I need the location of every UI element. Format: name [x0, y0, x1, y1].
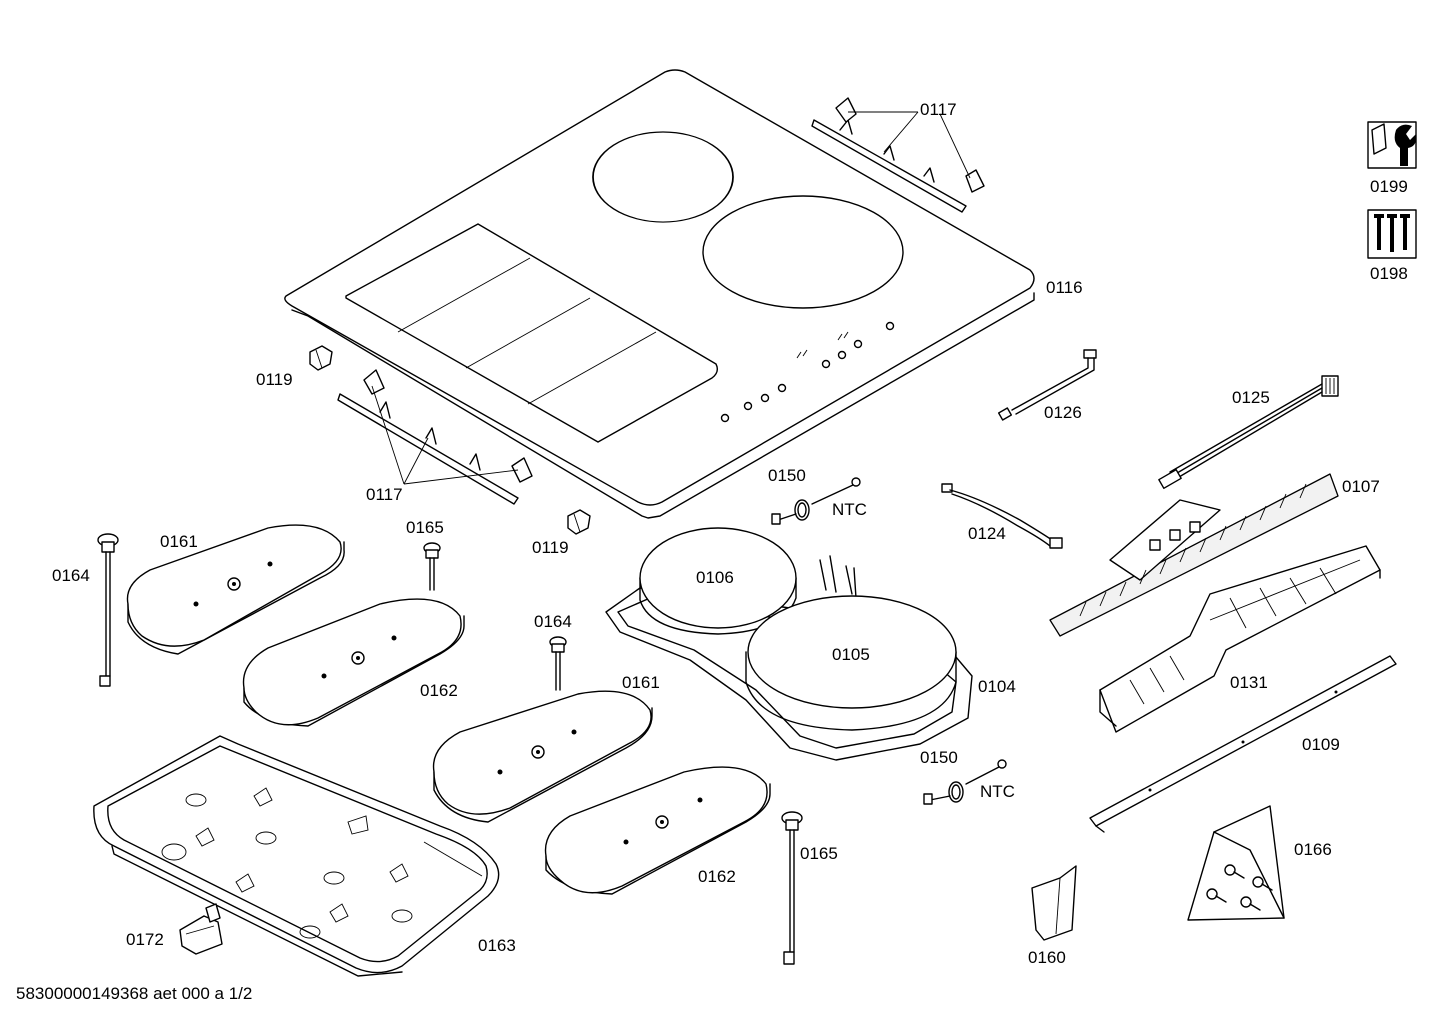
label-0116: 0116: [1046, 278, 1083, 297]
label-0165-bottom: 0165: [800, 844, 838, 863]
flex-zone-area: [345, 223, 719, 443]
label-0107: 0107: [1342, 477, 1380, 496]
bracket-0117-top[interactable]: [811, 97, 985, 213]
oval-coil-0162-left[interactable]: [242, 598, 465, 727]
sensor-0164-left[interactable]: [97, 533, 119, 687]
oval-coil-0161-mid[interactable]: [432, 690, 653, 823]
label-0150-top: 0150: [768, 466, 806, 485]
induction-coil-0105[interactable]: [745, 595, 957, 731]
label-0131: 0131: [1230, 673, 1268, 692]
ntc-sensor-0150-top[interactable]: [771, 477, 861, 525]
cooking-zone-large: [702, 195, 904, 309]
trim-strip-0109[interactable]: [1089, 655, 1397, 833]
clip-0119-mid[interactable]: [567, 509, 591, 535]
sensor-0165-top[interactable]: [423, 542, 441, 591]
wrench-nut-icon: [1367, 121, 1417, 169]
clip-0119-left[interactable]: [309, 345, 333, 371]
cable-0126[interactable]: [997, 349, 1097, 421]
label-0119-mid: 0119: [532, 538, 569, 557]
label-0117-left: 0117: [366, 485, 403, 504]
label-0160: 0160: [1028, 948, 1066, 967]
label-0150-bottom: 0150: [920, 748, 958, 767]
pcb-carrier-0131[interactable]: [1099, 545, 1381, 733]
label-0125: 0125: [1232, 388, 1270, 407]
label-0198: 0198: [1370, 264, 1408, 283]
screw-icon: [1206, 864, 1273, 911]
label-0166: 0166: [1294, 840, 1332, 859]
oval-coil-0162-mid[interactable]: [544, 766, 771, 895]
induction-coil-0106[interactable]: [639, 527, 857, 635]
ntc-sensor-0150-bottom[interactable]: [923, 759, 1007, 805]
bracket-0160[interactable]: [1031, 865, 1077, 941]
label-0199: 0199: [1370, 177, 1408, 196]
bracket-0172[interactable]: [179, 903, 223, 955]
screws-icon: [1367, 209, 1417, 259]
label-0161-left: 0161: [160, 532, 198, 551]
label-0117-top: 0117: [920, 100, 957, 119]
label-0119-left: 0119: [256, 370, 293, 389]
label-0106: 0106: [696, 568, 734, 587]
label-0109: 0109: [1302, 735, 1340, 754]
label-0162-left: 0162: [420, 681, 458, 700]
screw-pack-0166[interactable]: [1187, 805, 1285, 921]
control-pcb-0107[interactable]: [1049, 473, 1339, 637]
label-0126: 0126: [1044, 403, 1082, 422]
label-0161-mid: 0161: [622, 673, 660, 692]
cable-0125[interactable]: [1158, 375, 1339, 490]
cooking-zone-small: [592, 131, 734, 223]
bracket-0117-left[interactable]: [337, 369, 533, 505]
sensor-0164-mid[interactable]: [549, 636, 567, 691]
sensor-0165-bottom[interactable]: [781, 811, 803, 965]
leader-lines: [371, 111, 971, 485]
hob-top-0116[interactable]: [284, 69, 1035, 519]
label-0124: 0124: [968, 524, 1006, 543]
label-0162-mid: 0162: [698, 867, 736, 886]
label-0172: 0172: [126, 930, 164, 949]
document-id: 58300000149368 aet 000 a 1/2: [16, 984, 252, 1003]
touch-controls: [720, 321, 895, 423]
label-0164-left: 0164: [52, 566, 90, 585]
label-0105: 0105: [832, 645, 870, 664]
label-0163: 0163: [478, 936, 516, 955]
cable-0124[interactable]: [941, 483, 1063, 549]
label-0164-mid: 0164: [534, 612, 572, 631]
base-frame-0163[interactable]: [93, 735, 500, 977]
label-ntc-top: NTC: [832, 500, 867, 519]
label-ntc-bottom: NTC: [980, 782, 1015, 801]
label-0104: 0104: [978, 677, 1016, 696]
label-0165-top: 0165: [406, 518, 444, 537]
oval-coil-0161-left[interactable]: [126, 524, 345, 655]
part-labels: 0117 0116 0119 0117 0119 0126 0125 0150 …: [52, 100, 1408, 967]
